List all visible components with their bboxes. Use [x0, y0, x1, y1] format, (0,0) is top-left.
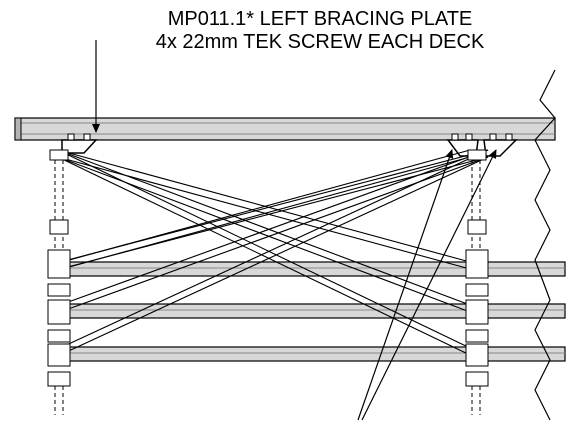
callout-label: MP011.1* LEFT BRACING PLATE 4x 22mm TEK …: [70, 8, 570, 54]
callout-leader-right-a: [357, 149, 454, 421]
left-bracing-plate: [61, 133, 98, 154]
top-deck-beam: [14, 117, 556, 141]
right-connector-stack: [465, 149, 489, 415]
callout-line-1: MP011.1* LEFT BRACING PLATE: [167, 8, 473, 30]
zigzag-break-icon: [534, 69, 556, 421]
callout-line-2: 4x 22mm TEK SCREW EACH DECK: [155, 31, 485, 53]
left-connector-stack: [47, 149, 71, 415]
callout-leader-right-b: [361, 149, 497, 421]
cross-bracing: [57, 149, 489, 356]
